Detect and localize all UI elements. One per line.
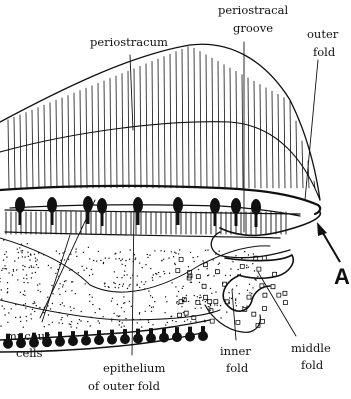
label-epithelium-2: of outer fold (88, 379, 161, 393)
inner-epithelium-cell (120, 329, 130, 344)
mucous-cell (133, 197, 143, 225)
label-middle-fold-2: fold (301, 358, 324, 372)
label-periostracum: periostracum (90, 35, 168, 49)
inner-epithelium-cell (94, 330, 104, 345)
inner-epithelium-cell (55, 332, 65, 347)
arrow-a (317, 222, 340, 262)
label-inner-fold-2: fold (226, 361, 249, 375)
label-outer-fold-2: fold (313, 45, 336, 59)
inner-epithelium-cell (185, 327, 195, 342)
inner-epithelium-cell (172, 327, 182, 342)
mucous-cell (15, 197, 25, 225)
shell-layer (0, 44, 320, 200)
label-epithelium-1: epithelium (103, 361, 165, 375)
label-mucous-1: mucous (6, 329, 51, 343)
inner-epithelium-cell (198, 326, 208, 341)
label-periostracal-groove-2: groove (233, 21, 273, 35)
label-periostracal-groove-1: periostracal (218, 3, 288, 17)
inner-epithelium-cell (159, 328, 169, 343)
label-arrow-a: A (334, 264, 350, 289)
inner-epithelium-cell (68, 331, 78, 346)
label-mucous-2: cells (16, 346, 43, 360)
inner-epithelium-cell (81, 331, 91, 346)
label-outer-fold-1: outer (307, 27, 339, 41)
mucous-cell (231, 198, 241, 226)
mucous-cell (83, 196, 93, 224)
label-middle-fold-1: middle (291, 341, 331, 355)
folds (176, 212, 321, 332)
mucous-cell (210, 198, 220, 226)
label-inner-fold-1: inner (220, 344, 251, 358)
mucous-cell (173, 197, 183, 225)
inner-epithelium-cell (107, 330, 117, 345)
mucous-cell-blobs (15, 196, 261, 227)
connective-tissue (0, 238, 270, 329)
mucous-cell (97, 198, 107, 226)
